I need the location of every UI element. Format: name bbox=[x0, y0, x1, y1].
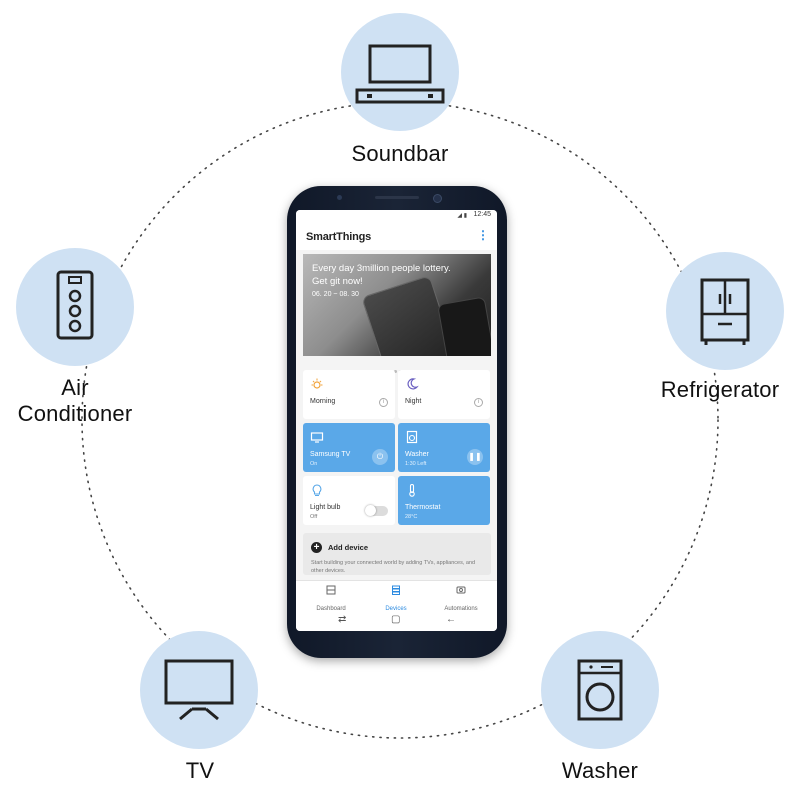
tile-name: Light bulb bbox=[310, 504, 341, 511]
promo-banner[interactable]: Every day 3million people lottery. Get g… bbox=[303, 254, 491, 356]
smartphone: ◢ ▮ 12:45 SmartThings ⋮ Every day 3milli… bbox=[287, 186, 507, 658]
bulb-icon bbox=[312, 484, 322, 496]
nav-devices[interactable]: Devices bbox=[366, 585, 426, 615]
nav-label: Dashboard bbox=[316, 606, 346, 612]
phone-screen: ◢ ▮ 12:45 SmartThings ⋮ Every day 3milli… bbox=[296, 210, 497, 631]
signal-icon: ◢ ▮ bbox=[457, 213, 467, 219]
light-toggle[interactable] bbox=[365, 505, 388, 516]
banner-dates: 06. 20 ~ 08. 30 bbox=[312, 291, 359, 298]
moon-icon bbox=[407, 378, 419, 390]
refrigerator-circle[interactable] bbox=[666, 252, 784, 370]
tile-night[interactable]: Night i bbox=[398, 370, 490, 419]
status-time: 12:45 bbox=[473, 211, 491, 218]
automations-icon bbox=[456, 586, 466, 594]
air-conditioner-icon bbox=[56, 270, 94, 340]
add-device-description: Start building your connected world by a… bbox=[311, 560, 476, 574]
tile-name: Washer bbox=[405, 451, 429, 458]
soundbar-icon bbox=[355, 44, 445, 104]
nav-dashboard[interactable]: Dashboard bbox=[301, 585, 361, 615]
thermometer-icon bbox=[409, 483, 415, 497]
add-device-label: Add device bbox=[328, 543, 369, 552]
tile-status: 28°C bbox=[405, 514, 418, 520]
tile-status: On bbox=[310, 461, 318, 467]
tv-icon bbox=[164, 659, 234, 721]
tile-status: 1:30 Left bbox=[405, 461, 427, 467]
info-icon[interactable]: i bbox=[474, 398, 483, 407]
washer-icon bbox=[577, 659, 623, 721]
add-icon[interactable]: + bbox=[311, 542, 322, 553]
home-icon[interactable]: ▢ bbox=[391, 614, 401, 625]
nav-automations[interactable]: Automations bbox=[431, 585, 491, 615]
pager-dot bbox=[394, 370, 397, 373]
android-softkeys: ⇄ ▢ ← bbox=[296, 611, 497, 631]
sun-icon bbox=[311, 378, 323, 389]
tv-circle[interactable] bbox=[140, 631, 258, 749]
tile-thermostat[interactable]: Thermostat 28°C bbox=[398, 476, 490, 525]
air-conditioner-label-line2: Conditioner bbox=[17, 401, 133, 426]
banner-line1: Every day 3million people lottery. bbox=[312, 263, 451, 274]
info-icon[interactable]: i bbox=[379, 398, 388, 407]
tv-label: TV bbox=[185, 758, 215, 783]
tv-icon bbox=[310, 432, 324, 443]
more-vert-icon[interactable]: ⋮ bbox=[477, 228, 489, 242]
air-conditioner-label-line1: Air bbox=[61, 375, 89, 400]
back-icon[interactable]: ← bbox=[446, 614, 456, 625]
status-bar: ◢ ▮ 12:45 bbox=[296, 210, 497, 222]
banner-phone-image-2 bbox=[437, 296, 491, 356]
add-device-card[interactable]: + Add device Start building your connect… bbox=[303, 533, 491, 575]
washer-circle[interactable] bbox=[541, 631, 659, 749]
phone-speaker bbox=[375, 196, 419, 199]
nav-label: Automations bbox=[444, 606, 478, 612]
air-conditioner-label: Air Conditioner bbox=[0, 375, 150, 427]
tile-light-bulb[interactable]: Light bulb Off bbox=[303, 476, 395, 525]
air-conditioner-circle[interactable] bbox=[16, 248, 134, 366]
recent-apps-icon[interactable]: ⇄ bbox=[338, 614, 347, 625]
washer-label: Washer bbox=[561, 758, 639, 783]
power-icon[interactable]: ⏻ bbox=[372, 449, 388, 465]
nav-label: Devices bbox=[385, 606, 407, 612]
banner-line2: Get git now! bbox=[312, 276, 363, 287]
dashboard-icon bbox=[326, 585, 336, 595]
tile-name: Samsung TV bbox=[310, 451, 351, 458]
pause-icon[interactable]: ❚❚ bbox=[467, 449, 483, 465]
refrigerator-label: Refrigerator bbox=[660, 377, 780, 402]
tile-name: Thermostat bbox=[405, 504, 441, 511]
app-title: SmartThings bbox=[306, 231, 372, 243]
tile-name: Night bbox=[405, 398, 422, 405]
app-bar: SmartThings ⋮ bbox=[296, 222, 497, 250]
tile-morning[interactable]: Morning i bbox=[303, 370, 395, 419]
bottom-nav: Dashboard Devices Automations bbox=[296, 580, 497, 612]
devices-icon bbox=[392, 585, 400, 595]
soundbar-label: Soundbar bbox=[351, 141, 449, 166]
tile-name: Morning bbox=[310, 398, 336, 405]
refrigerator-icon bbox=[700, 278, 750, 345]
tile-samsung-tv[interactable]: Samsung TV On ⏻ bbox=[303, 423, 395, 472]
soundbar-circle[interactable] bbox=[341, 13, 459, 131]
tile-status: Off bbox=[310, 514, 318, 520]
phone-sensor bbox=[337, 195, 342, 200]
washer-icon bbox=[406, 430, 418, 444]
tile-washer[interactable]: Washer 1:30 Left ❚❚ bbox=[398, 423, 490, 472]
phone-camera bbox=[433, 194, 442, 203]
